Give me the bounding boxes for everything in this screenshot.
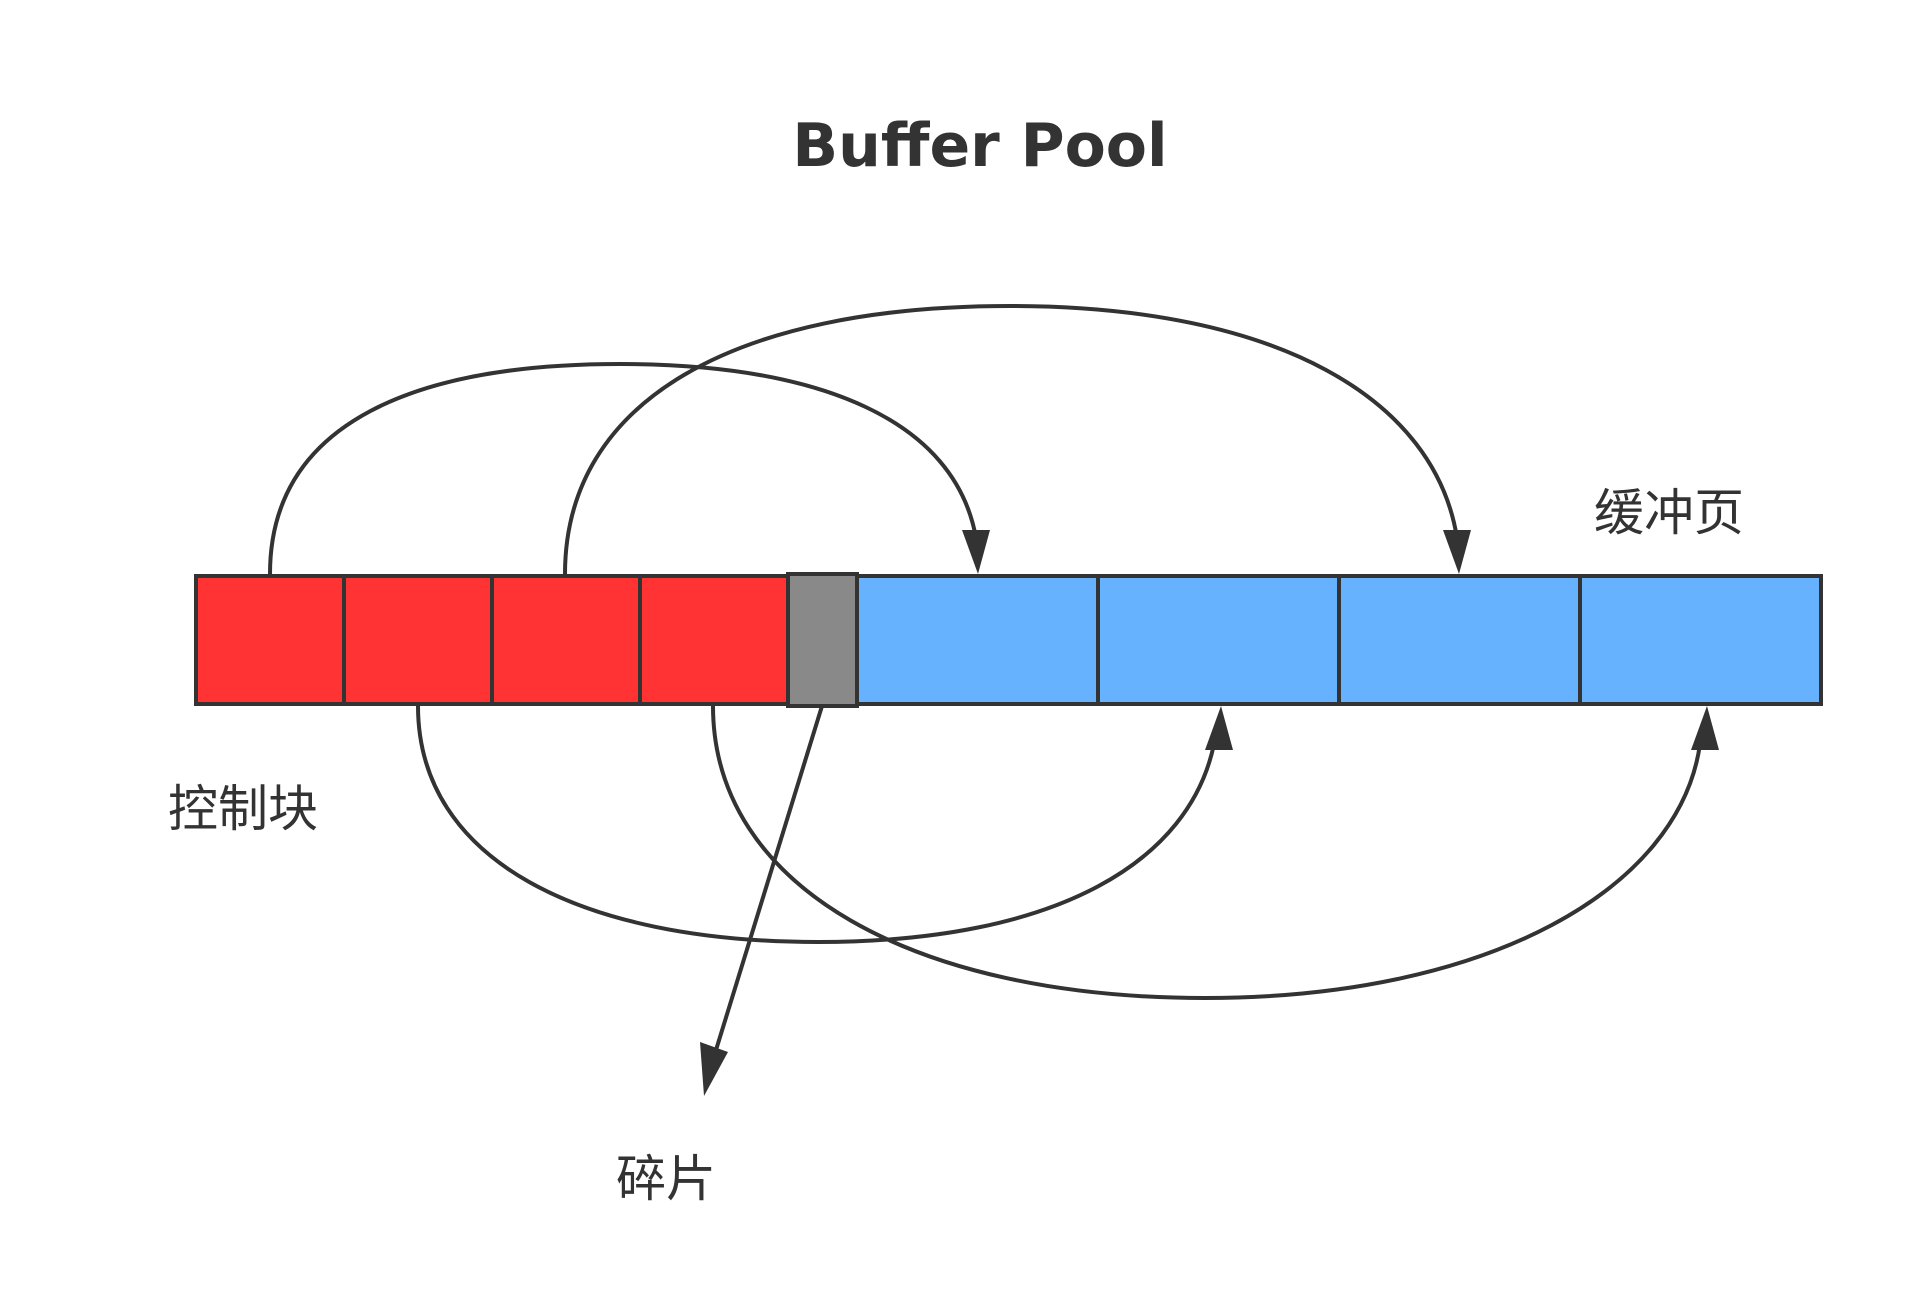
buffer-pages-label: 缓冲页 [1594, 484, 1744, 542]
arrowhead-page-4 [1691, 706, 1719, 750]
arrowhead-page-2 [1205, 706, 1233, 750]
arrowhead-page-3 [1443, 530, 1471, 574]
link-control-1-to-page-1 [268, 361, 978, 575]
control-block-3 [490, 574, 642, 706]
diagram-title: Buffer Pool [792, 111, 1167, 181]
buffer-page-1 [855, 574, 1100, 706]
control-block-2 [342, 574, 494, 706]
control-block-4 [638, 574, 790, 706]
control-block-1 [194, 574, 346, 706]
buffer-page-4 [1578, 574, 1823, 706]
link-control-3-to-page-3 [563, 303, 1459, 575]
fragment-pointer-line [714, 705, 824, 1051]
buffer-page-3 [1337, 574, 1582, 706]
control-blocks-label: 控制块 [168, 780, 318, 838]
link-control-2-to-page-2 [416, 705, 1216, 945]
arrowhead-page-1 [962, 530, 990, 574]
fragment-block [786, 572, 859, 708]
arrowhead-fragment [700, 1042, 728, 1096]
fragment-label: 碎片 [616, 1150, 716, 1208]
buffer-page-2 [1096, 574, 1341, 706]
link-control-4-to-page-4 [711, 705, 1702, 1001]
